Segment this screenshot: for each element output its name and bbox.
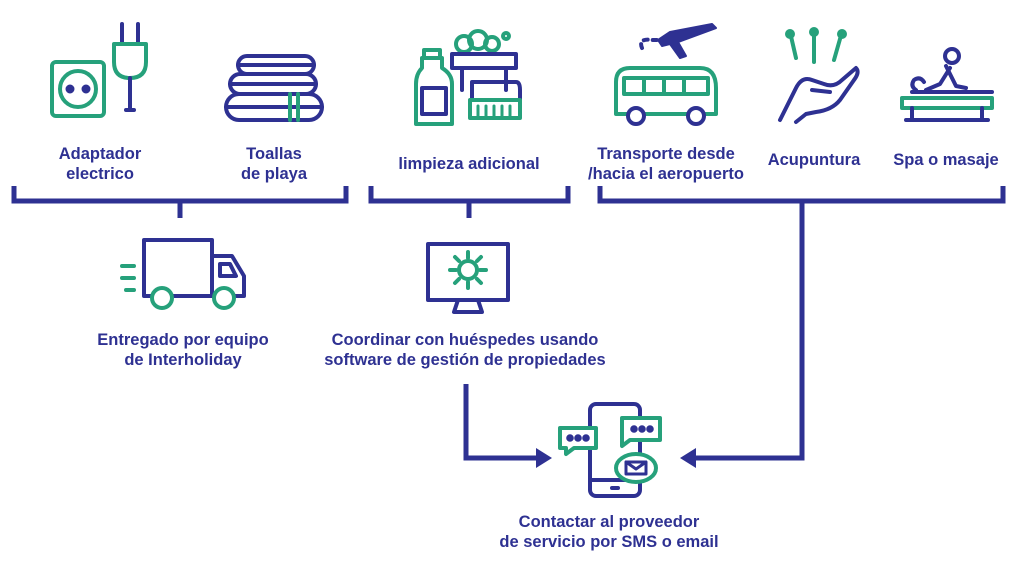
delivery-truck-icon [120,238,246,310]
cleaning-supplies-icon [414,29,522,126]
airport-shuttle-icon [614,23,718,126]
label-cleaning: limpieza adicional [398,155,540,173]
bracket-group-3 [597,186,1006,204]
arrow-line-software [463,384,536,461]
beach-towels-icon [224,54,324,122]
arrowhead-right [536,448,552,468]
spa-massage-icon [900,47,994,122]
power-adapter-icon [50,22,148,118]
acupuncture-icon [778,27,860,124]
bracket-group-1 [11,186,349,218]
arrow-line-group3 [696,201,805,461]
label-spa-massage: Spa o masaje [893,151,999,169]
bracket-group-2 [368,186,571,218]
smartphone-messages-icon [558,402,662,498]
arrowhead-left [680,448,696,468]
label-airport-shuttle: Transporte desde/hacia el aeropuerto [588,145,744,183]
label-acupuncture: Acupuntura [767,151,861,169]
pms-monitor-icon [426,242,510,314]
